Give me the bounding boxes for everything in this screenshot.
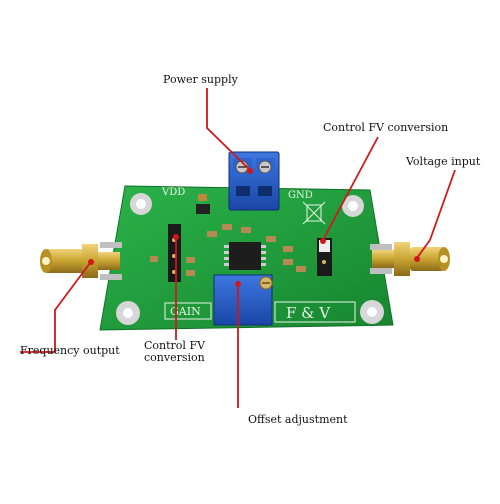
label-offset-adjustment: Offset adjustment xyxy=(248,413,348,426)
label-power-supply: Power supply xyxy=(163,73,238,86)
jumper-header-left xyxy=(168,224,181,282)
label-frequency-output: Frequency output xyxy=(20,344,120,357)
mounting-hole xyxy=(360,300,384,324)
silkscreen-fv: F & V xyxy=(286,304,331,322)
mounting-hole xyxy=(342,195,364,217)
ic-chip xyxy=(224,242,266,270)
fv-box xyxy=(274,301,356,323)
silkscreen-vdd: VDD xyxy=(161,187,185,198)
silkscreen-gnd: GND xyxy=(288,190,313,201)
callout-lines xyxy=(20,88,456,408)
mounting-hole xyxy=(130,193,152,215)
capacitor xyxy=(196,204,210,214)
callout-dots xyxy=(88,168,420,287)
jumper-header-right xyxy=(317,238,332,276)
label-control-fv-bottom-2: conversion xyxy=(144,351,205,364)
power-terminal-block xyxy=(228,151,280,211)
gain-box xyxy=(164,302,212,320)
label-control-fv-top: Control FV conversion xyxy=(323,121,449,134)
capacitor xyxy=(198,194,207,201)
trimmer-potentiometer xyxy=(213,274,273,326)
silkscreen-gain: GAIN xyxy=(170,305,201,318)
label-control-fv-bottom-1: Control FV xyxy=(144,339,206,352)
sma-connector-right xyxy=(370,242,450,276)
weee-bin-icon xyxy=(302,201,326,225)
label-voltage-input: Voltage input xyxy=(406,155,481,168)
smd-components xyxy=(150,224,306,276)
mounting-hole xyxy=(116,301,140,325)
